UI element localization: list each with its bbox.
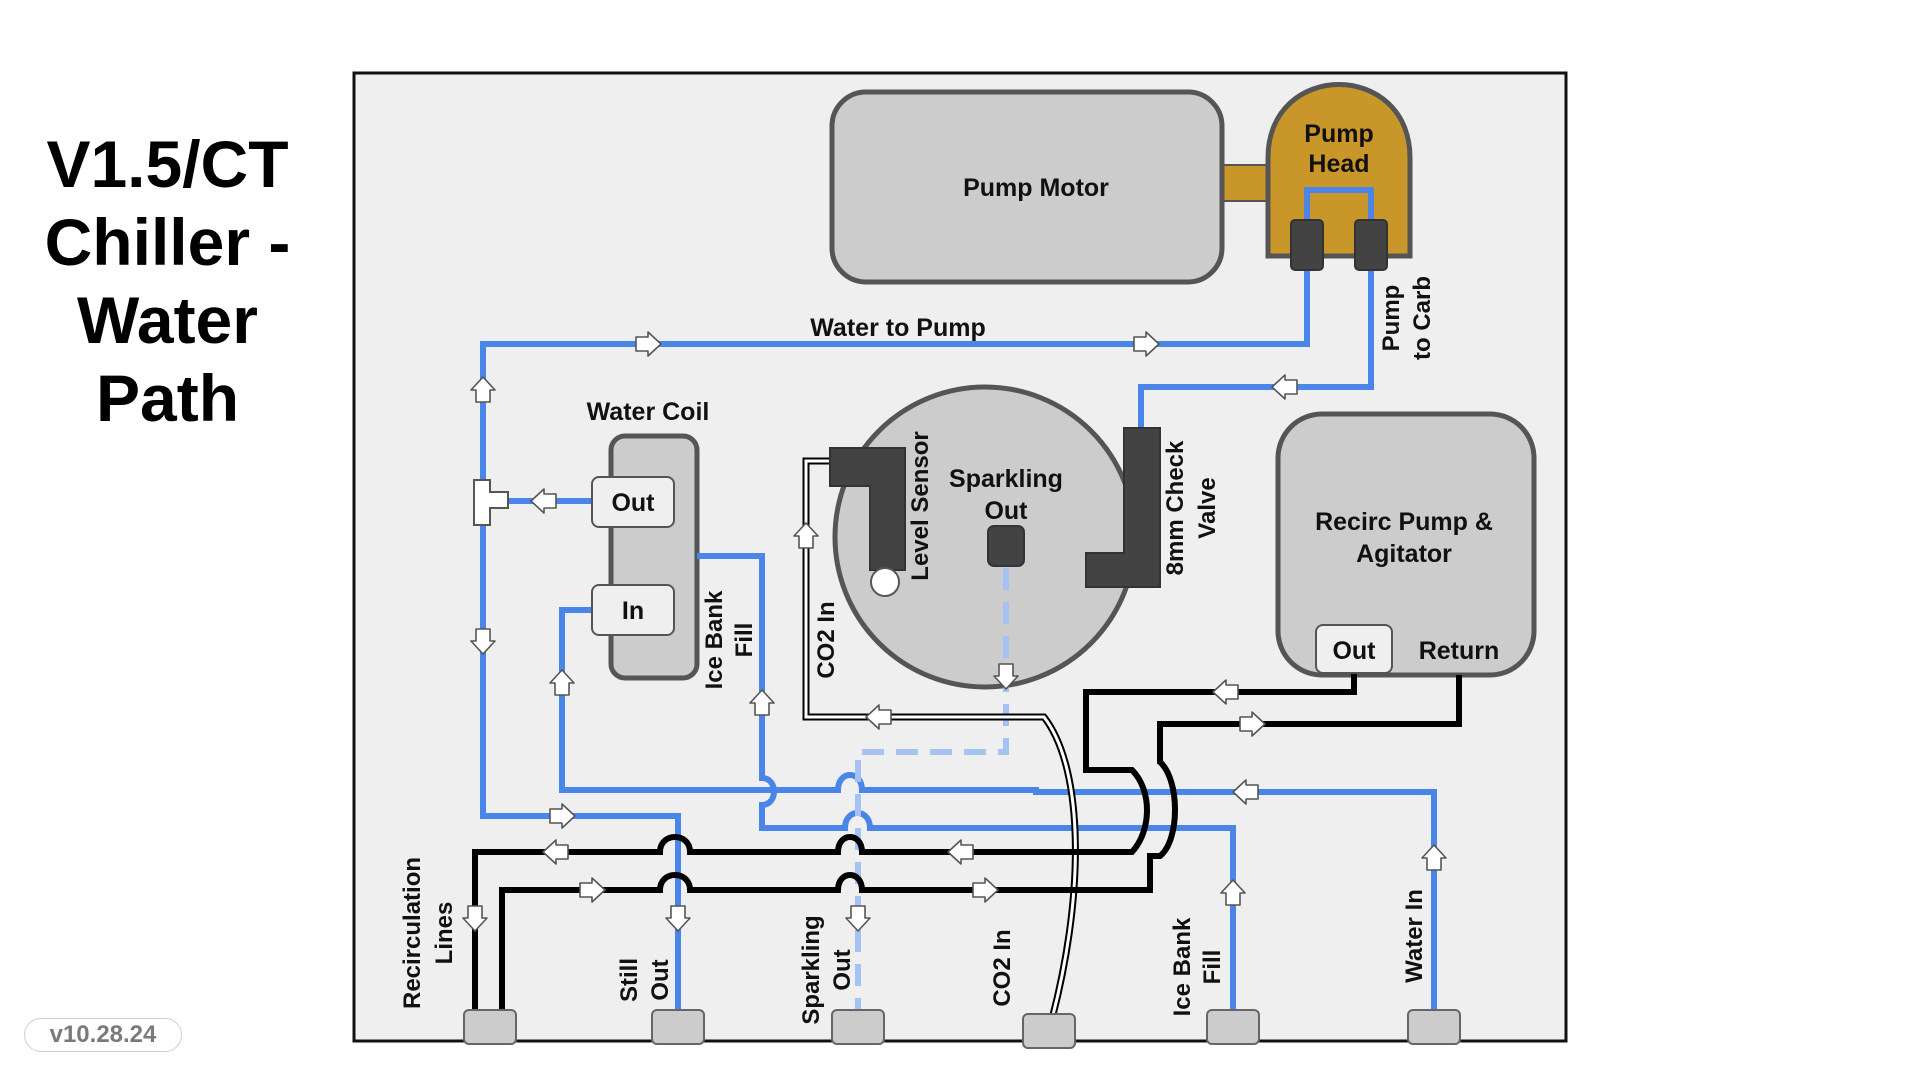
recirc-out-port bbox=[1315, 624, 1393, 674]
recirc-return-label: Return bbox=[1419, 637, 1500, 665]
pump-coupling bbox=[1219, 164, 1273, 202]
ice-bank-fill-label-2: Fill bbox=[731, 623, 758, 658]
coil-in-supply-line bbox=[559, 607, 1437, 1012]
recirc-pump-agitator bbox=[1275, 411, 1537, 678]
recirc-pump-label-1: Recirc Pump & bbox=[1315, 508, 1493, 536]
pump-head-loop bbox=[1304, 187, 1374, 230]
bottom-ports bbox=[463, 1009, 1461, 1049]
sparkling-out-label-2: Out bbox=[984, 497, 1028, 525]
coil-in-port bbox=[591, 584, 675, 636]
port-co2-label: CO2 In bbox=[989, 929, 1016, 1006]
check-valve bbox=[1085, 427, 1161, 588]
recirc-pump-label-2: Agitator bbox=[1356, 540, 1452, 568]
port-sparkling-label-2: Out bbox=[829, 949, 856, 990]
pump-to-carb-label-2: to Carb bbox=[1409, 276, 1436, 360]
port-ice-bank-fill bbox=[1206, 1009, 1260, 1045]
port-still-out bbox=[651, 1009, 705, 1045]
coil-in-label: In bbox=[622, 597, 644, 625]
level-sensor bbox=[829, 447, 906, 571]
title-line-4: Path bbox=[95, 361, 240, 435]
diagram-title: V1.5/CT Chiller - Water Path bbox=[20, 125, 315, 437]
port-recirc bbox=[463, 1009, 517, 1045]
level-sensor-label: Level Sensor bbox=[907, 431, 934, 580]
coil-out-port bbox=[591, 476, 675, 528]
port-still-label-1: Still bbox=[616, 958, 643, 1002]
port-ice-label-1: Ice Bank bbox=[1169, 917, 1196, 1016]
port-recirc-label-1: Recirculation bbox=[399, 857, 426, 1009]
title-line-1: V1.5/CT bbox=[46, 127, 289, 201]
pump-head bbox=[1265, 82, 1413, 259]
ice-bank-fill-label-1: Ice Bank bbox=[701, 590, 728, 689]
check-valve-label-1: 8mm Check bbox=[1162, 440, 1189, 575]
port-co2-in bbox=[1022, 1013, 1076, 1049]
tee-fitting bbox=[473, 479, 509, 526]
water-to-pump-label: Water to Pump bbox=[810, 314, 985, 342]
recirc-out-line bbox=[472, 668, 1357, 1012]
recirc-out-label: Out bbox=[1332, 637, 1376, 665]
water-coil bbox=[608, 433, 700, 681]
pump-motor bbox=[829, 89, 1225, 285]
pump-to-carb-line bbox=[1138, 265, 1374, 428]
port-sparkling-out bbox=[831, 1009, 885, 1045]
port-recirc-label-2: Lines bbox=[431, 902, 458, 965]
sparkling-out-label-1: Sparkling bbox=[949, 465, 1063, 493]
version-badge: v10.28.24 bbox=[24, 1018, 182, 1052]
pump-outlet-fitting bbox=[1354, 219, 1388, 271]
sparkling-out-fitting bbox=[987, 525, 1025, 567]
water-coil-label: Water Coil bbox=[587, 398, 710, 426]
check-valve-label-2: Valve bbox=[1194, 477, 1221, 538]
pump-motor-label: Pump Motor bbox=[963, 174, 1109, 202]
co2-in-label: CO2 In bbox=[813, 601, 840, 678]
port-sparkling-label-1: Sparkling bbox=[798, 915, 825, 1024]
pump-head-label-1: Pump bbox=[1304, 120, 1373, 148]
recirc-lines bbox=[472, 668, 1462, 1012]
port-water-in-label: Water In bbox=[1401, 889, 1428, 983]
level-sensor-float bbox=[870, 567, 900, 597]
title-line-3: Water bbox=[77, 283, 258, 357]
co2-line bbox=[802, 457, 1079, 1031]
pump-inlet-fitting bbox=[1290, 219, 1324, 271]
ice-bank-fill-line bbox=[697, 553, 1236, 1012]
title-line-2: Chiller - bbox=[44, 205, 291, 279]
pump-head-label-2: Head bbox=[1308, 150, 1369, 178]
recirc-return-line bbox=[499, 675, 1462, 1012]
port-still-label-2: Out bbox=[647, 959, 674, 1000]
port-ice-label-2: Fill bbox=[1199, 950, 1226, 985]
port-water-in bbox=[1407, 1009, 1461, 1045]
coil-out-label: Out bbox=[611, 489, 655, 517]
water-lines bbox=[480, 187, 1437, 1012]
water-to-pump-line bbox=[480, 265, 1310, 1012]
pump-to-carb-label-1: Pump bbox=[1378, 285, 1405, 352]
